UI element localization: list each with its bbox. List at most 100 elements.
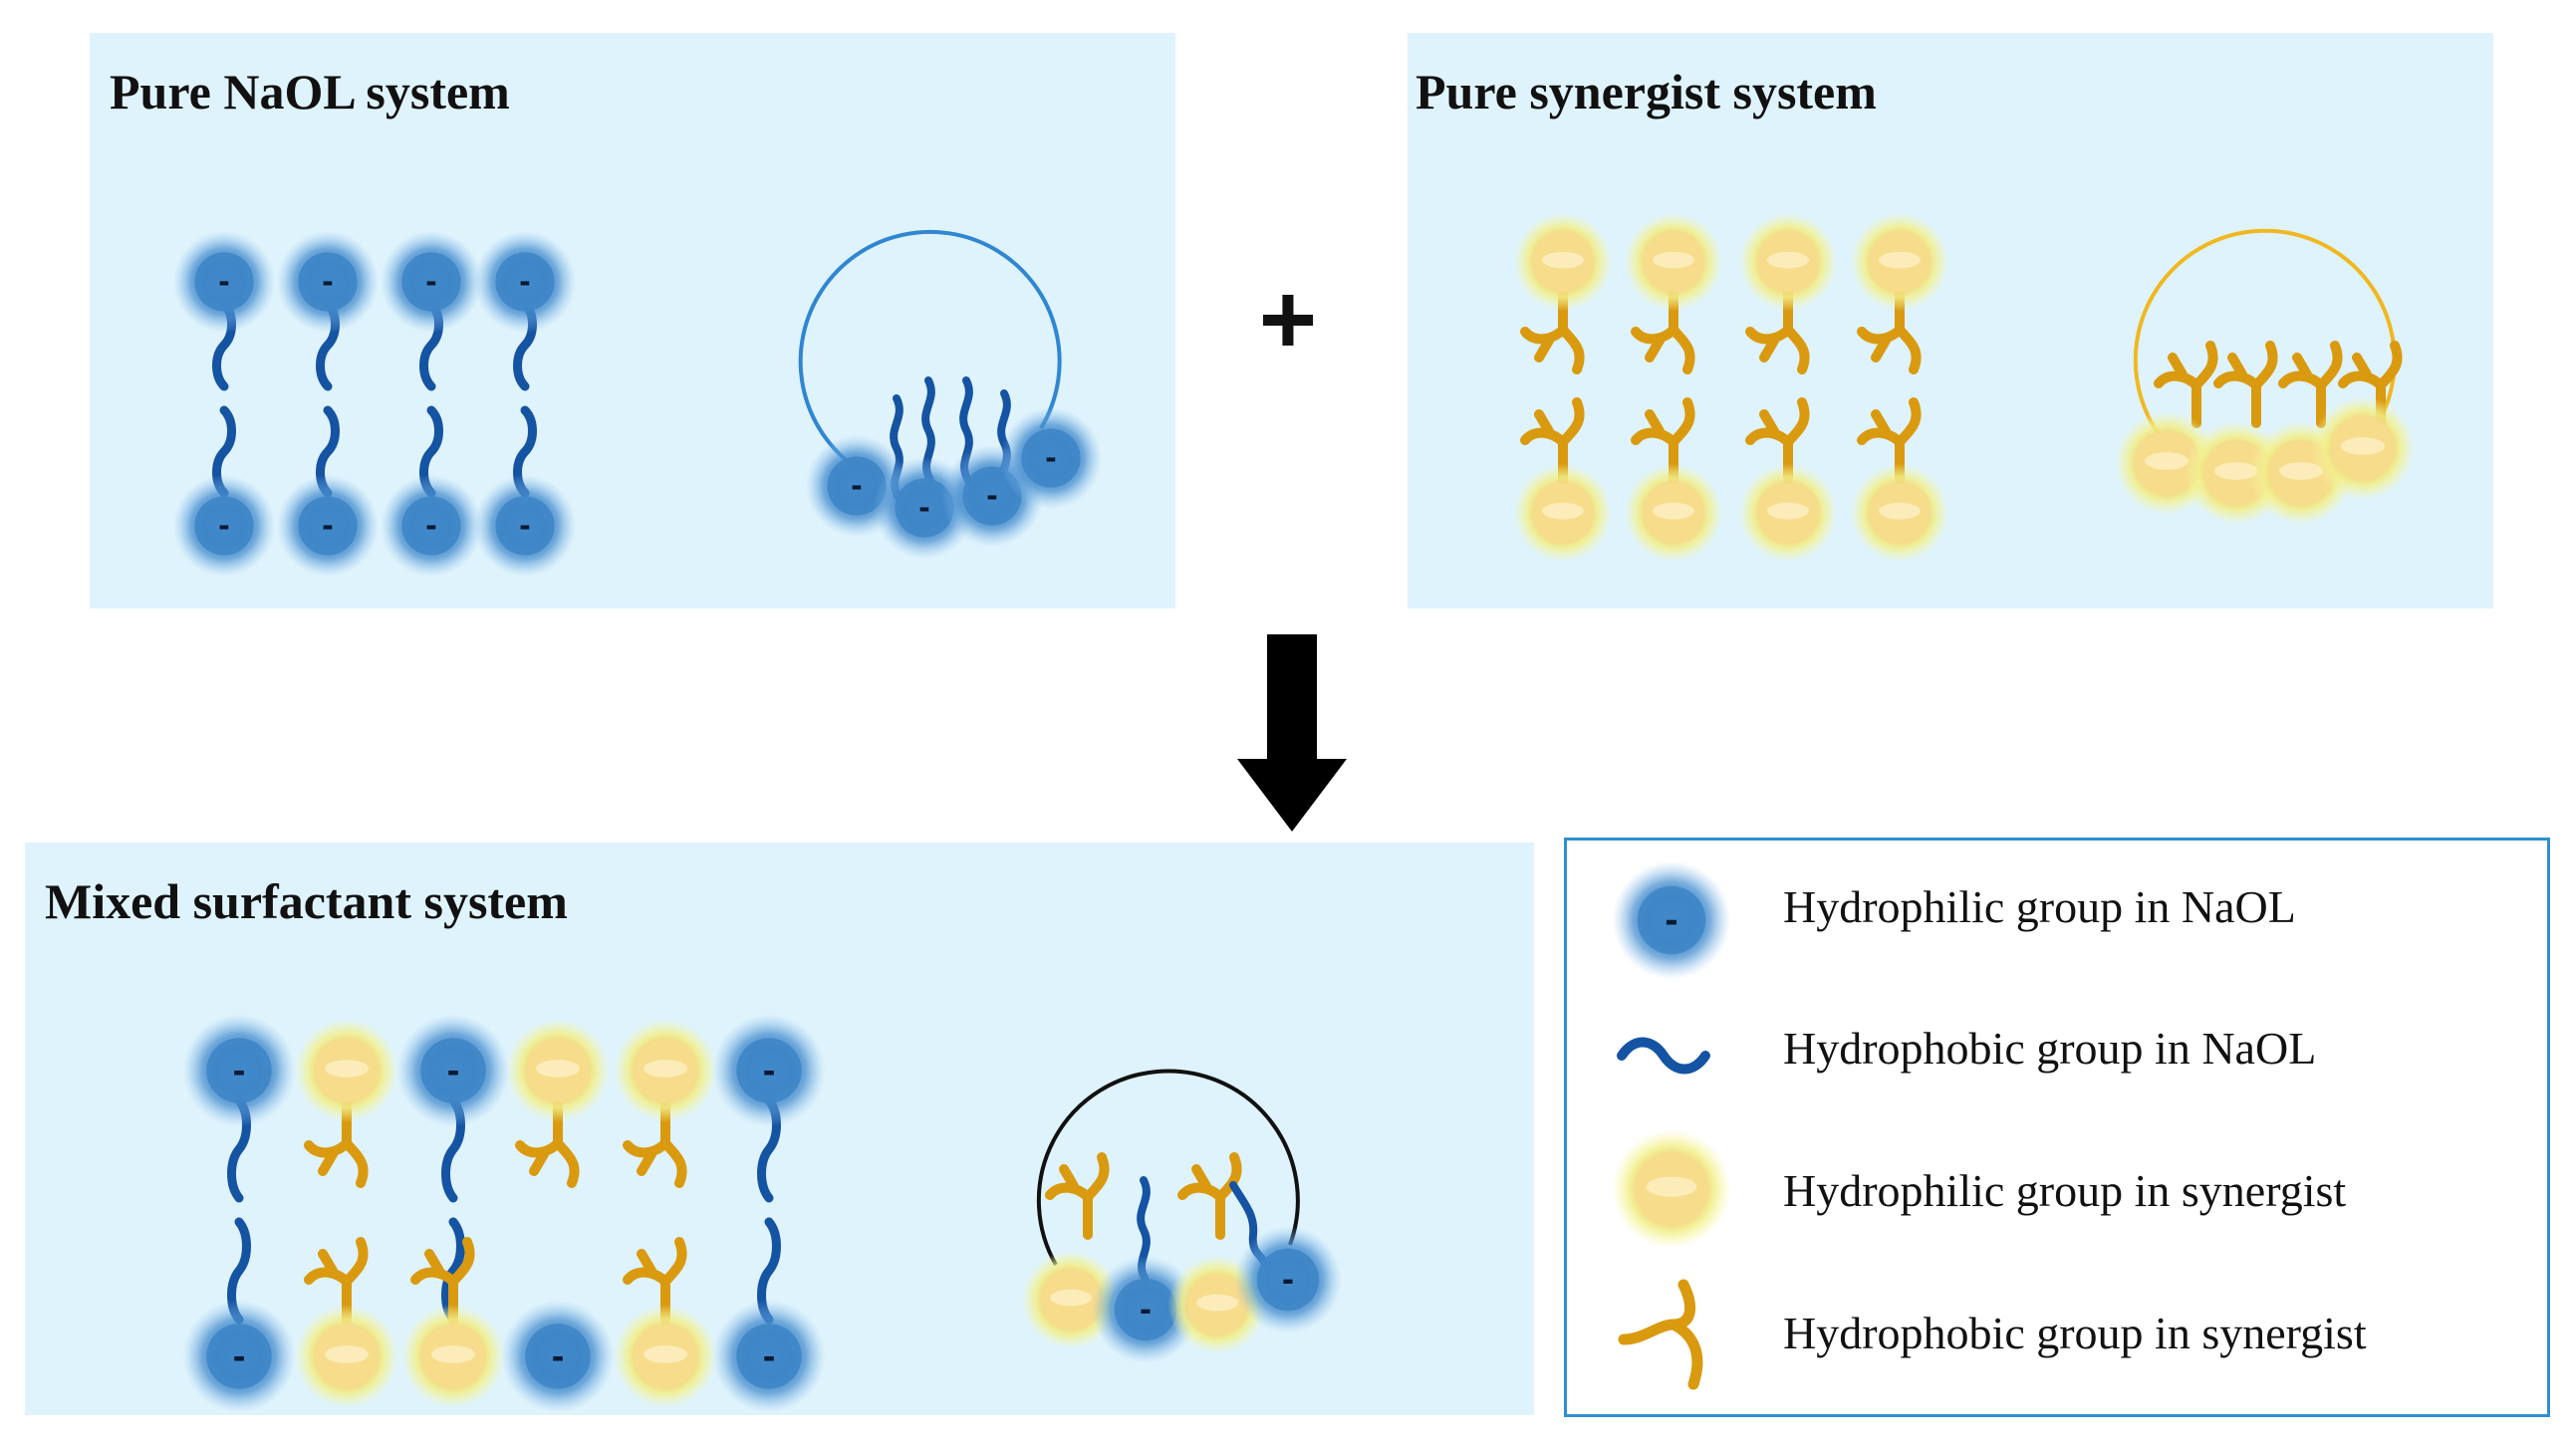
head-shine xyxy=(1879,502,1921,520)
naol-bottom-head-2: - xyxy=(380,474,483,578)
naol-bottom-head-1: - xyxy=(276,474,380,578)
charge-minus: - xyxy=(233,1335,246,1377)
charge-minus: - xyxy=(322,507,333,545)
mixed-synergist-tail-lower-1 xyxy=(304,1237,369,1325)
head-shine xyxy=(644,1060,687,1078)
head-shine xyxy=(1767,502,1809,520)
synergist-bottom-head-1 xyxy=(1624,463,1723,563)
charge-minus: - xyxy=(918,489,929,527)
head-shine xyxy=(1196,1294,1238,1312)
naol-top-head-1: - xyxy=(276,230,380,334)
charge-minus: - xyxy=(425,263,436,301)
tail-branch xyxy=(515,1100,580,1188)
tail-branch xyxy=(1857,397,1922,485)
head-core xyxy=(736,1324,802,1389)
micelles: - - - - - - xyxy=(798,228,2415,1363)
mixed-micelle-naol-head-0: - xyxy=(1092,1256,1199,1363)
naol-bottom-head-3: - xyxy=(473,474,577,578)
legend-icons: - xyxy=(1612,860,1731,1390)
legend-label-naol-hydrophilic: Hydrophilic group in NaOL xyxy=(1783,881,2296,932)
synergist-micelle-outline xyxy=(2133,228,2397,440)
charge-minus: - xyxy=(1665,897,1677,941)
naol-micelle-outline xyxy=(798,229,1062,470)
head-shine xyxy=(2214,462,2258,480)
head-core xyxy=(298,252,358,312)
micelle-synergist-tail-0 xyxy=(2154,341,2218,428)
mixed-naol-tail-5 xyxy=(757,1095,781,1325)
mixed-bottom-synergist-head-4 xyxy=(614,1305,717,1408)
operators: + xyxy=(1237,264,1347,832)
mixed-bottom-synergist-head-1 xyxy=(295,1305,398,1408)
head-core xyxy=(206,1324,272,1389)
tail-branch xyxy=(2154,341,2218,428)
head-shine xyxy=(2279,462,2323,480)
head-shine xyxy=(325,1060,369,1078)
charge-minus: - xyxy=(447,1050,460,1091)
micelle-naol-head-0: - xyxy=(805,434,908,538)
head-shine xyxy=(536,1060,580,1078)
charge-minus: - xyxy=(519,263,530,301)
charge-minus: - xyxy=(218,263,229,301)
legend-label-synergist-hydrophilic: Hydrophilic group in synergist xyxy=(1783,1165,2347,1216)
head-core xyxy=(736,1038,802,1103)
mixed-micelle-outline xyxy=(1036,1069,1300,1266)
head-shine xyxy=(1879,251,1921,269)
naol-top-head-2: - xyxy=(380,230,483,334)
tail-branch xyxy=(1045,1152,1110,1240)
mixed-synergist-tail-upper-1 xyxy=(304,1100,369,1188)
synergist-top-head-1 xyxy=(1624,212,1723,312)
mixed-synergist-tail-lower-4 xyxy=(623,1237,687,1325)
charge-minus: - xyxy=(851,467,862,505)
mixed-panel-title: Mixed surfactant system xyxy=(45,873,568,929)
head-core xyxy=(194,252,254,312)
head-shine xyxy=(1050,1289,1092,1307)
head-core xyxy=(206,1038,272,1103)
tail-branch xyxy=(304,1237,369,1325)
tail-branch xyxy=(2213,341,2278,428)
mixed-naol-tail-0 xyxy=(227,1095,251,1325)
head-shine xyxy=(2145,452,2189,470)
mixed-micelle-naol-head-1: - xyxy=(1234,1226,1342,1333)
head-shine xyxy=(1542,502,1584,520)
head-shine xyxy=(1653,502,1694,520)
mixed-top-naol-head-0: - xyxy=(182,1014,296,1127)
synergist-hydrophilic-icon xyxy=(1612,1129,1731,1249)
synergist-top-head-2 xyxy=(1738,212,1838,312)
head-core xyxy=(495,252,555,312)
synergist-bottom-head-2 xyxy=(1738,463,1838,563)
head-core xyxy=(525,1324,591,1389)
charge-minus: - xyxy=(322,263,333,301)
mixed-top-naol-head-2: - xyxy=(396,1014,510,1127)
synergist-top-head-3 xyxy=(1850,212,1949,312)
mixed-micelle-synergist-tail-1 xyxy=(1177,1152,1242,1240)
head-shine xyxy=(325,1345,369,1363)
tail-branch xyxy=(410,1237,475,1325)
mixed-bottom-naol-head-0: - xyxy=(182,1300,296,1413)
tail-branch xyxy=(623,1237,687,1325)
synergist-tail-lower xyxy=(1745,397,1810,485)
synergist-bottom-head-3 xyxy=(1850,463,1949,563)
charge-minus: - xyxy=(986,477,997,515)
synergist-tail-lower xyxy=(1857,397,1922,485)
head-core xyxy=(827,456,887,516)
charge-minus: - xyxy=(1045,439,1056,477)
charge-minus: - xyxy=(763,1335,776,1377)
naol-top-head-3: - xyxy=(473,230,577,334)
charge-minus: - xyxy=(1282,1258,1294,1299)
synergist-top-head-0 xyxy=(1513,212,1613,312)
charge-minus: - xyxy=(218,507,229,545)
head-shine xyxy=(1767,251,1809,269)
naol-bottom-head-0: - xyxy=(172,474,276,578)
mixed-bottom-naol-head-3: - xyxy=(501,1300,615,1413)
legend-branch xyxy=(1618,1279,1703,1390)
head-core xyxy=(1637,885,1706,955)
head-shine xyxy=(1653,251,1694,269)
naol-top-head-0: - xyxy=(172,230,276,334)
head-shine xyxy=(431,1345,475,1363)
head-core xyxy=(495,496,555,556)
mixed-bottom-synergist-head-2 xyxy=(401,1305,505,1408)
charge-minus: - xyxy=(763,1050,776,1091)
head-core xyxy=(1256,1248,1320,1312)
head-core xyxy=(420,1038,486,1103)
head-core xyxy=(1114,1278,1177,1341)
